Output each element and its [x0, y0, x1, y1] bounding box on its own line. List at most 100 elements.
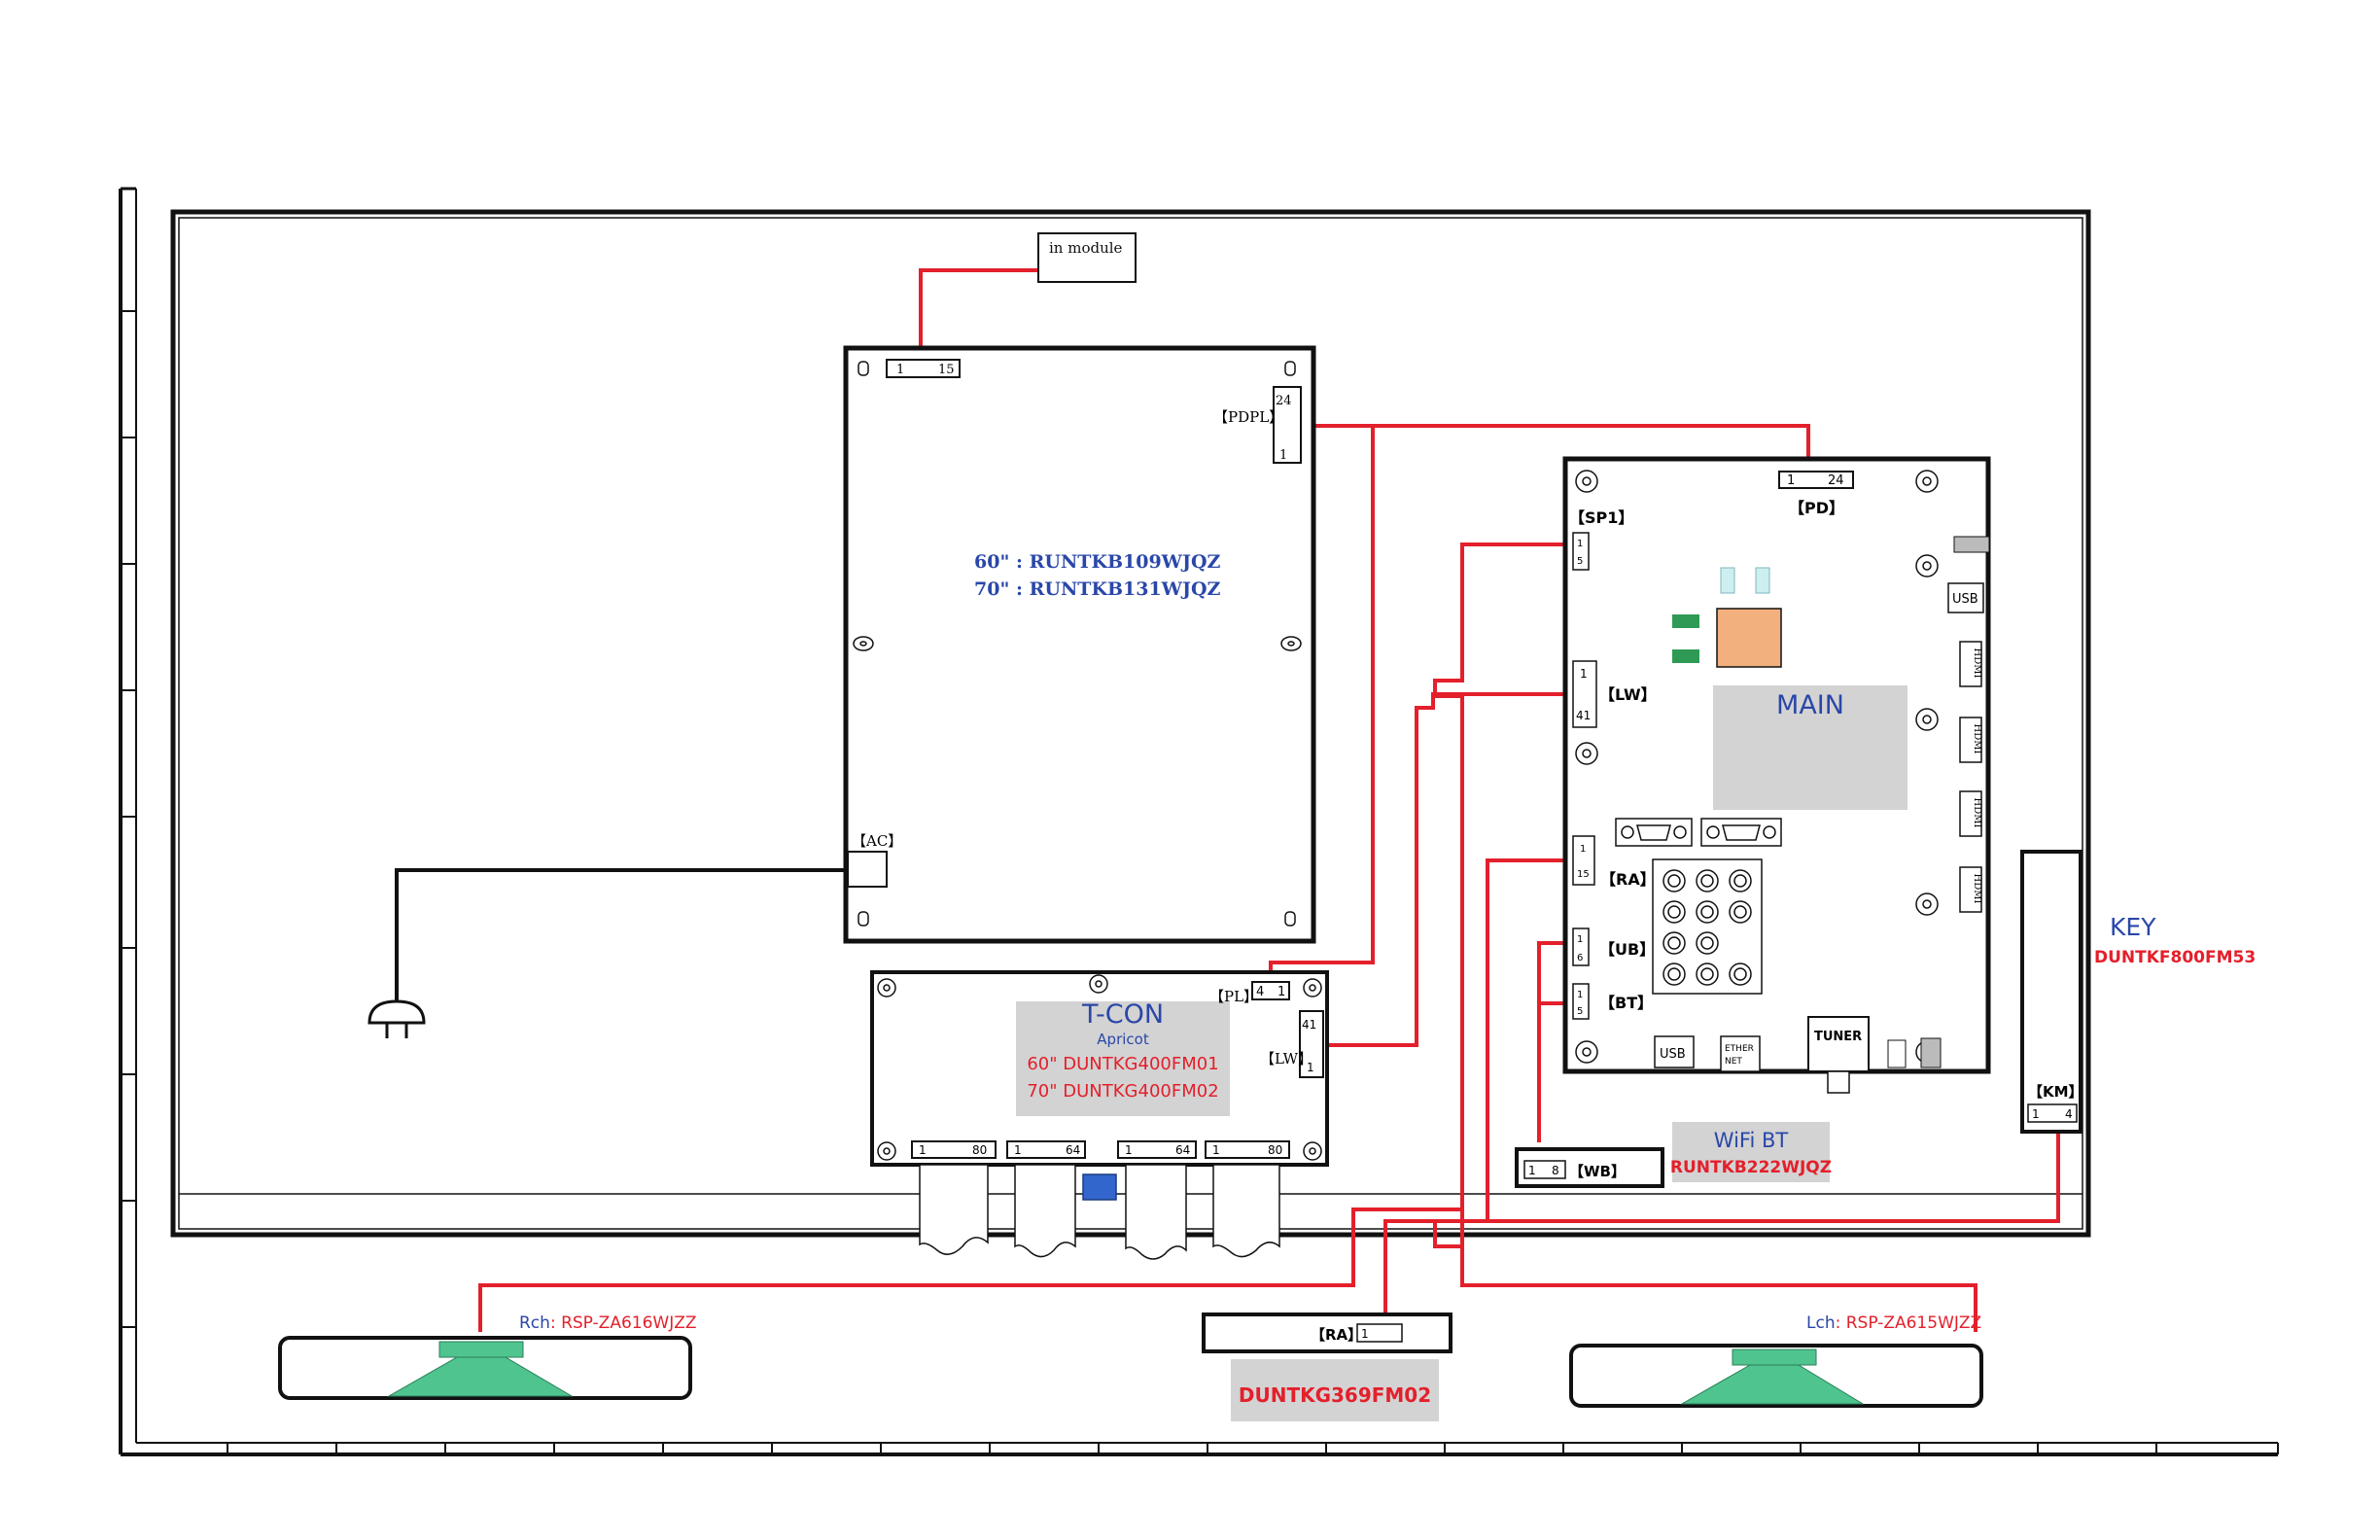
power-model-70: 70" : RUNTKB131WJQZ [974, 578, 1221, 600]
power-top-pin-b: 15 [938, 363, 955, 377]
in-module-label: in module [1049, 239, 1123, 257]
key-unit: 1 4 【KM】 KEY DUNTKF800FM53 [2020, 850, 2256, 1134]
power-model-60: 60" : RUNTKB109WJQZ [974, 551, 1221, 573]
hdmi-label-2: HDMI [1972, 724, 1982, 754]
power-board: 1 15 24 1 【PDPL】 60" : RUNTKB109WJQZ 70"… [843, 345, 1316, 944]
tcon-bottom-2-a: 1 [1014, 1143, 1022, 1157]
main-bt-pin-a: 1 [1577, 990, 1583, 1000]
km-label: 【KM】 [2028, 1083, 2083, 1101]
ac-label: 【AC】 [852, 832, 902, 850]
mount-holes [877, 974, 1322, 1161]
connector-main-pd: 1 24 【PD】 [1778, 471, 1854, 517]
lch-speaker: Lch: RSP-ZA615WJZZ [1569, 1313, 1983, 1408]
tcon-title: T-CON [1081, 999, 1164, 1030]
tcon-sub: Apricot [1097, 1031, 1149, 1048]
ruler-frame [119, 187, 2279, 1456]
rch-prefix: Rch [519, 1313, 550, 1333]
main-title: MAIN [1776, 690, 1844, 720]
key-model: DUNTKF800FM53 [2094, 948, 2256, 967]
power-cord [368, 868, 848, 1038]
main-ub-pin-a: 1 [1577, 934, 1583, 945]
hdmi-ports [1959, 641, 1982, 913]
pdpl-label: 【PDPL】 [1213, 408, 1283, 426]
tcon-board: T-CON Apricot 60" DUNTKG400FM01 70" DUNT… [870, 970, 1329, 1167]
connector-tcon-lw: 41 1 【LW】 [1260, 1010, 1324, 1078]
main-bt-pin-b: 5 [1577, 1006, 1583, 1017]
wb-pin-b: 8 [1552, 1164, 1559, 1177]
connector-tcon-bottom-4: 1 80 [1205, 1140, 1290, 1159]
av-jacks [1652, 858, 1763, 995]
main-board: 1 24 【PD】 1 5 【SP1】 1 41 【LW】 1 15 【RA】 … [1562, 456, 1991, 1094]
power-top-pin-a: 1 [896, 363, 904, 377]
vga-connectors [1615, 818, 1782, 847]
rch-label: Rch: RSP-ZA616WJZZ [519, 1313, 697, 1333]
tcon-pl-label: 【PL】 [1209, 988, 1258, 1005]
main-sp1-label: 【SP1】 [1569, 508, 1633, 527]
main-pd-pin-b: 24 [1828, 473, 1844, 488]
wb-label: 【WB】 [1569, 1163, 1626, 1180]
usb-bottom-label: USB [1660, 1047, 1686, 1062]
tcon-lw-pin-top: 41 [1302, 1018, 1316, 1032]
connector-tcon-bottom-1: 1 80 [911, 1140, 997, 1159]
hdmi-label-4: HDMI [1972, 874, 1982, 904]
tcon-lw-label: 【LW】 [1260, 1050, 1312, 1068]
tcon-bottom-3-b: 64 [1175, 1143, 1190, 1157]
tcon-lw-pin-bottom: 1 [1307, 1061, 1314, 1074]
ra-board-label: 【RA】 [1311, 1326, 1362, 1344]
main-ub-pin-b: 6 [1577, 953, 1583, 963]
connector-tcon-pl: 4 1 【PL】 [1209, 981, 1290, 1005]
ether-label-1: ETHER [1725, 1044, 1754, 1054]
tcon-pl-pin-b: 1 [1278, 985, 1285, 999]
wifi-title: WiFi BT [1714, 1129, 1789, 1152]
mount-holes [853, 361, 1302, 927]
connector-tcon-bottom-2: 1 64 [1006, 1140, 1086, 1159]
tcon-blue-block [1082, 1173, 1117, 1201]
flex-cables [919, 1164, 1280, 1260]
km-pin-a: 1 [2032, 1107, 2040, 1121]
pdpl-pin-top: 24 [1276, 394, 1292, 408]
hdmi-label-1: HDMI [1972, 648, 1982, 679]
tcon-model-70: 70" DUNTKG400FM02 [1027, 1081, 1218, 1102]
connector-tcon-bottom-3: 1 64 [1117, 1140, 1197, 1159]
main-sp1-pin-a: 1 [1577, 539, 1583, 549]
main-lw-label: 【LW】 [1599, 685, 1657, 704]
main-sp1-pin-b: 5 [1577, 556, 1583, 567]
main-bt-label: 【BT】 [1599, 994, 1653, 1012]
rch-model: : RSP-ZA616WJZZ [550, 1313, 697, 1333]
main-ra-pin-b: 15 [1577, 869, 1590, 880]
tcon-bottom-1-b: 80 [972, 1143, 987, 1157]
connector-main-ra: 1 15 【RA】 [1572, 835, 1656, 889]
ether-label-2: NET [1725, 1057, 1742, 1067]
side-ports: USB HDMI HDMI HDMI HDMI [1947, 536, 1990, 913]
hdmi-label-3: HDMI [1972, 798, 1982, 828]
tcon-bottom-4-b: 80 [1268, 1143, 1282, 1157]
wb-pin-a: 1 [1528, 1164, 1536, 1177]
tcon-bottom-2-b: 64 [1066, 1143, 1080, 1157]
usb-side-label: USB [1952, 592, 1978, 607]
connector-main-ub: 1 6 【UB】 [1572, 928, 1655, 966]
main-ra-pin-a: 1 [1580, 844, 1586, 855]
connector-power-top: 1 15 [886, 359, 961, 378]
connector-main-sp1: 1 5 【SP1】 [1569, 508, 1633, 571]
key-title: KEY [2110, 913, 2156, 941]
km-pin-b: 4 [2065, 1107, 2073, 1121]
lch-prefix: Lch [1806, 1313, 1836, 1333]
lch-model: : RSP-ZA615WJZZ [1836, 1313, 1982, 1333]
tcon-bottom-3-a: 1 [1125, 1143, 1133, 1157]
tcon-pl-pin-a: 4 [1256, 985, 1264, 999]
bottom-ports: USB ETHER NET TUNER [1654, 1016, 1942, 1094]
connector-main-bt: 1 5 【BT】 [1572, 983, 1653, 1020]
main-ra-label: 【RA】 [1600, 870, 1656, 889]
connector-ac: 【AC】 [847, 832, 902, 888]
ra-board-pin: 1 [1361, 1327, 1369, 1341]
lch-label: Lch: RSP-ZA615WJZZ [1806, 1313, 1981, 1333]
main-lw-pin-a: 1 [1580, 667, 1588, 681]
main-pd-label: 【PD】 [1789, 499, 1844, 517]
tcon-model-60: 60" DUNTKG400FM01 [1027, 1054, 1218, 1074]
tcon-bottom-1-a: 1 [919, 1143, 927, 1157]
ra-board-model: DUNTKG369FM02 [1239, 1383, 1431, 1407]
in-module-box: in module [1037, 232, 1137, 283]
wifi-bt-module: 1 8 【WB】 WiFi BT RUNTKB222WJQZ [1515, 1122, 1832, 1188]
wifi-model: RUNTKB222WJQZ [1670, 1158, 1832, 1177]
